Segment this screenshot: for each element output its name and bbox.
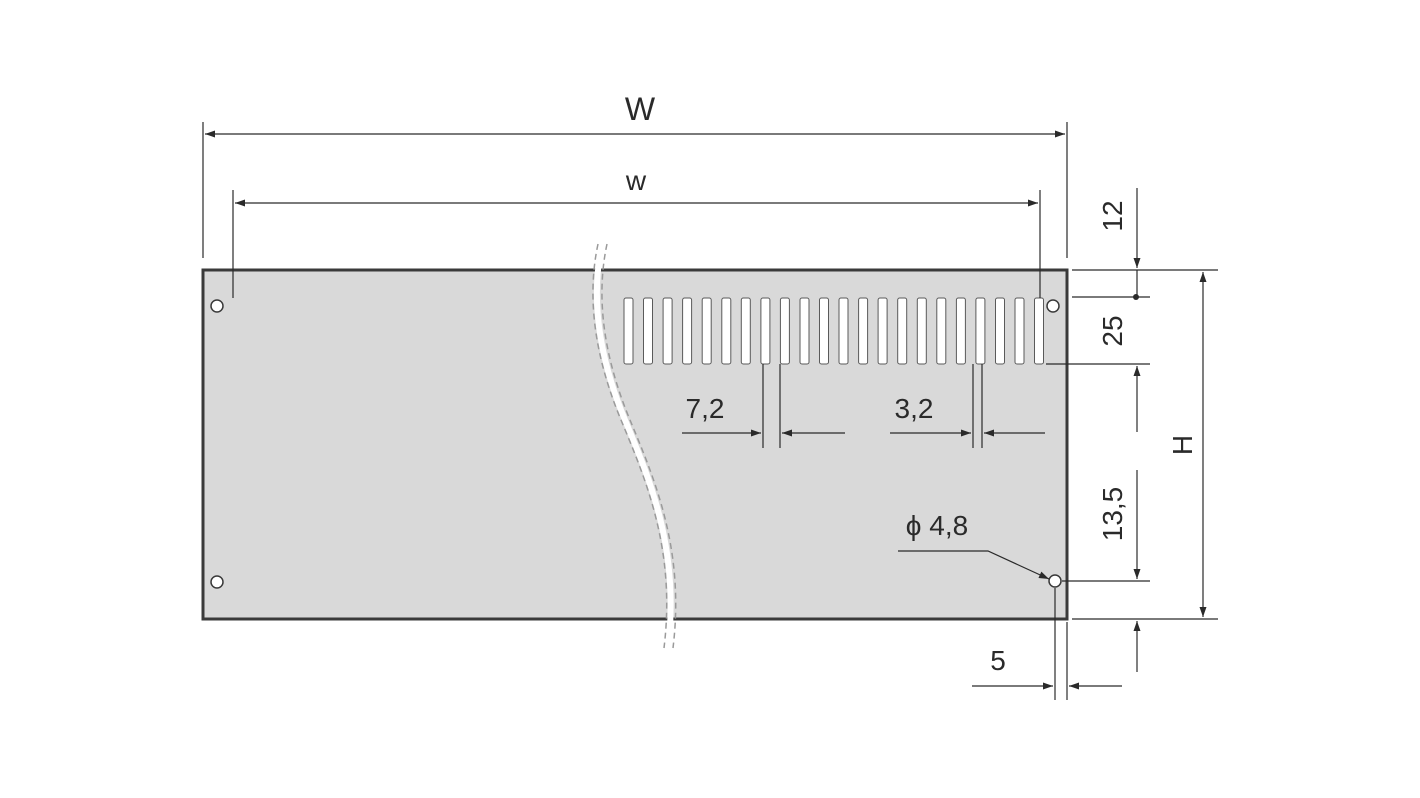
vent-slot <box>779 297 790 365</box>
vent-slot <box>1014 297 1025 365</box>
label-height: H <box>1167 435 1198 455</box>
vent-slot <box>995 297 1005 365</box>
hole-diameter-leader <box>898 550 1050 580</box>
vent-slot <box>838 297 849 365</box>
label-hole-diameter: ϕ 4,8 <box>906 510 968 541</box>
vent-slot <box>819 297 829 365</box>
label-hole-offset-edge: 5 <box>990 645 1006 676</box>
vent-slots <box>623 297 1044 365</box>
vent-slot <box>975 297 986 365</box>
vent-slot <box>682 297 693 365</box>
break-line <box>592 243 677 649</box>
vent-slot <box>877 297 888 365</box>
vent-slot <box>858 297 869 365</box>
vent-slot <box>897 297 908 365</box>
vent-slot <box>623 297 634 365</box>
vent-slot <box>760 297 771 365</box>
vent-slot <box>799 297 810 365</box>
label-slot-width: 3,2 <box>895 393 934 424</box>
label-slot-height: 25 <box>1097 315 1128 346</box>
label-inner-width: w <box>625 165 647 196</box>
vent-slot <box>643 297 653 365</box>
vent-slot <box>1034 297 1044 365</box>
label-outer-width: W <box>625 91 656 127</box>
vent-slot <box>740 297 751 365</box>
label-slot-spacing: 7,2 <box>686 393 725 424</box>
mounting-hole-top-right <box>1046 299 1060 313</box>
label-hole-offset-bottom: 13,5 <box>1097 487 1128 542</box>
mounting-hole-bottom-right <box>1048 574 1062 588</box>
vent-slot <box>916 297 927 365</box>
vent-slot <box>936 297 947 365</box>
vent-slot <box>701 297 712 365</box>
vent-slot <box>721 297 732 365</box>
vent-slot <box>955 297 966 365</box>
mounting-hole-top-left <box>210 299 224 313</box>
vent-slot <box>662 297 673 365</box>
mounting-hole-bottom-left <box>210 575 224 589</box>
label-top-offset: 12 <box>1097 200 1128 231</box>
slot-top-dot <box>1133 294 1139 300</box>
